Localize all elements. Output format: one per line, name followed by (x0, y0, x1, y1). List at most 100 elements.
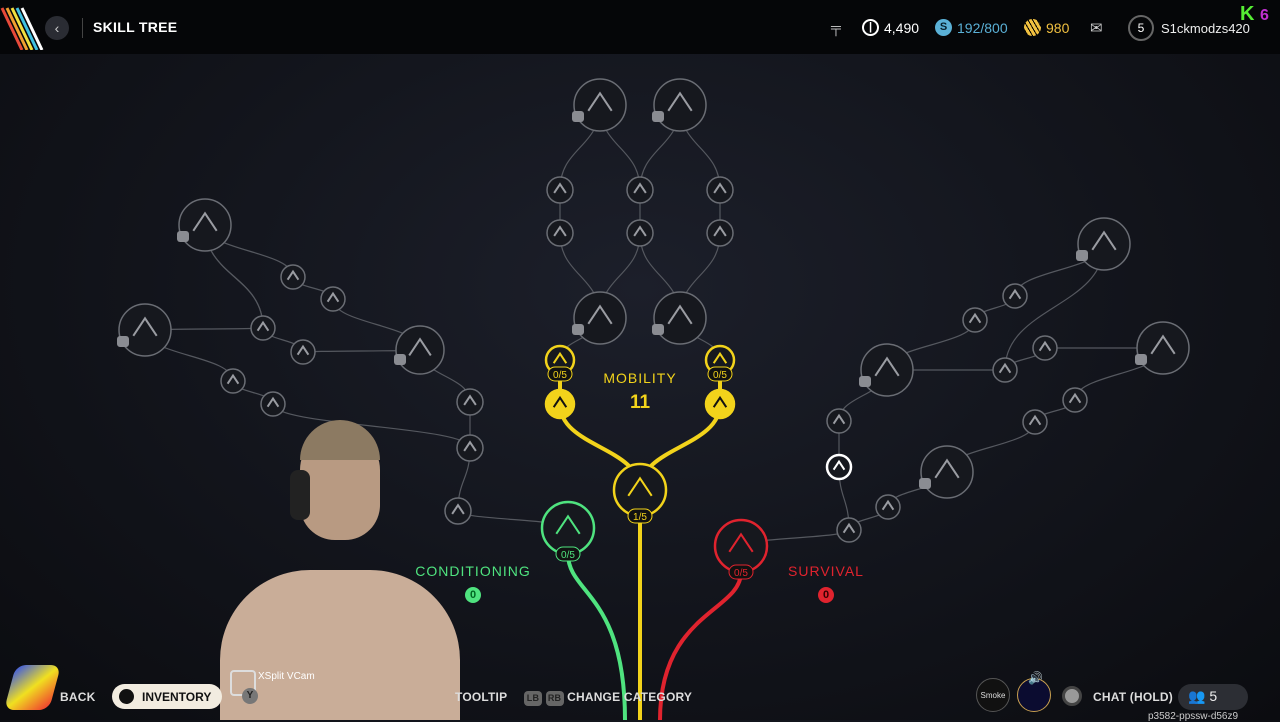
skill-icon (1150, 334, 1176, 355)
game-logo (0, 7, 44, 50)
skill-node-c5[interactable] (177, 198, 232, 252)
skill-node-y3[interactable] (544, 388, 576, 420)
skill-node-s14[interactable] (1135, 321, 1190, 375)
change-category-hint[interactable]: LB RB CHANGE CATEGORY (524, 690, 692, 706)
skill-node-s2[interactable] (875, 494, 901, 520)
skill-node-m2[interactable] (652, 78, 707, 132)
skill-icon (881, 499, 895, 511)
page-title: SKILL TREE (93, 19, 178, 35)
chat-hint[interactable]: CHAT (HOLD) (1093, 690, 1173, 704)
skill-node-a2[interactable] (626, 176, 654, 204)
skill-icon (132, 316, 158, 337)
vcam-label: XSplit VCam (258, 671, 315, 682)
skill-node-s11[interactable] (1032, 335, 1058, 361)
skill-node-c9[interactable] (290, 339, 316, 365)
skill-node-s3[interactable] (919, 445, 974, 499)
skill-node-c10[interactable] (117, 303, 172, 357)
skill-node-c1[interactable] (444, 497, 472, 525)
party-button[interactable]: 👥 5 (1178, 684, 1248, 710)
y-button-icon: Y (242, 688, 258, 704)
inventory-button[interactable]: INVENTORY (112, 684, 222, 709)
mobility-points: 11 (629, 392, 651, 413)
skill-node-y4[interactable] (704, 388, 736, 420)
token-icon: S (935, 19, 952, 36)
top-bar: ‹ SKILL TREE ╤ |4,490 S 192/800 980 ✉ 5 S… (0, 0, 1280, 54)
skill-node-s5[interactable] (826, 408, 852, 434)
skill-node-c7[interactable] (320, 286, 346, 312)
skill-node-s1[interactable] (836, 517, 862, 543)
skill-node-s6[interactable] (859, 343, 914, 397)
skill-node-s4[interactable] (825, 453, 853, 481)
merit-icon (1024, 19, 1041, 36)
lock-icon (177, 231, 189, 242)
back-hint[interactable]: BACK (60, 690, 96, 704)
skill-icon (728, 532, 754, 553)
skill-icon (553, 225, 567, 237)
skill-node-c8[interactable] (250, 315, 276, 341)
skill-icon (627, 476, 653, 497)
party-member-smoke[interactable]: Smoke (976, 678, 1010, 712)
session-id: p3582-ppssw-d56z9 (1148, 711, 1239, 722)
skill-node-s13[interactable] (1062, 387, 1088, 413)
skill-node-b2[interactable] (626, 219, 654, 247)
skill-node-s8[interactable] (1002, 283, 1028, 309)
skill-node-m1[interactable] (572, 78, 627, 132)
lock-icon (919, 478, 931, 489)
skill-node-c12[interactable] (260, 391, 286, 417)
lb-icon: LB (524, 691, 542, 706)
skill-node-mc[interactable]: 1/5 (612, 462, 668, 524)
skill-progress: 0/5 (553, 370, 567, 381)
mobility-label: MOBILITY (603, 370, 677, 386)
skill-icon (553, 182, 567, 194)
tooltip-hint[interactable]: TOOLTIP (455, 690, 508, 704)
mail-icon[interactable]: ✉ (1090, 20, 1103, 37)
lock-icon (1135, 354, 1147, 365)
skill-progress: 0/5 (561, 550, 575, 561)
skill-node-s9[interactable] (1076, 217, 1131, 271)
skill-icon (552, 351, 568, 364)
skill-node-b3[interactable] (706, 219, 734, 247)
skill-node-cc[interactable]: 0/5 (540, 500, 596, 562)
skill-node-m3[interactable] (572, 291, 627, 345)
divider (82, 18, 83, 38)
skill-node-c11[interactable] (220, 368, 246, 394)
skill-icon (842, 522, 856, 534)
skill-node-s10[interactable] (992, 357, 1018, 383)
conditioning-points: 0 (465, 587, 481, 603)
cod-points: |4,490 (862, 19, 919, 36)
skill-node-b1[interactable] (546, 219, 574, 247)
party-member-avatar[interactable]: 🔊 (1017, 671, 1051, 712)
skill-node-a1[interactable] (546, 176, 574, 204)
skill-node-c3[interactable] (456, 388, 484, 416)
skill-node-c2[interactable] (456, 434, 484, 462)
skill-icon (1008, 288, 1022, 300)
skill-node-c6[interactable] (280, 264, 306, 290)
skill-node-s7[interactable] (962, 307, 988, 333)
skill-icon (256, 320, 270, 332)
battle-tokens-value: 192/800 (957, 19, 1008, 36)
skill-node-m4[interactable] (652, 291, 707, 345)
skill-progress: 1/5 (633, 512, 647, 523)
skill-icon (296, 344, 310, 356)
skill-node-sc[interactable]: 0/5 (713, 518, 769, 580)
category-trunk (658, 571, 743, 720)
category-trunk (566, 553, 627, 720)
back-button[interactable]: ‹ (45, 16, 69, 40)
skill-node-a3[interactable] (706, 176, 734, 204)
skill-icon (1028, 414, 1042, 426)
overlay-n: 6 (1260, 7, 1269, 24)
skill-node-y2[interactable]: 0/5 (704, 344, 736, 382)
skill-node-c4[interactable] (394, 325, 445, 375)
merits-value: 980 (1046, 19, 1070, 36)
skill-icon (226, 373, 240, 385)
player-level: 5 (1128, 15, 1154, 41)
skill-icon (1038, 340, 1052, 352)
skill-icon (587, 304, 613, 325)
skill-node-y1[interactable]: 0/5 (544, 344, 576, 382)
lock-icon (572, 111, 584, 122)
player-name[interactable]: S1ckmodzs420 (1161, 21, 1250, 36)
cod-points-value: 4,490 (884, 19, 920, 36)
skill-node-s12[interactable] (1022, 409, 1048, 435)
store-icon[interactable]: ╤ (831, 19, 841, 35)
